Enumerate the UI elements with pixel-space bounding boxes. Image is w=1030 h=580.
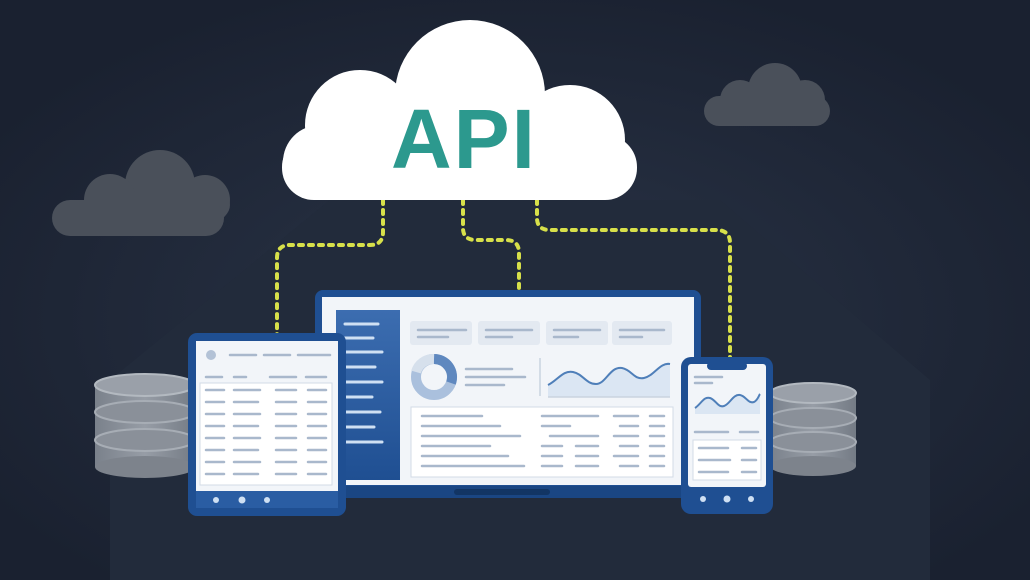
database-right-icon bbox=[769, 382, 857, 476]
tablet-nav-dots bbox=[213, 496, 270, 504]
cloud-main-icon bbox=[282, 20, 637, 200]
connector-tablet bbox=[275, 198, 385, 340]
tablet-icon bbox=[188, 333, 346, 516]
smartphone-icon bbox=[681, 357, 773, 514]
laptop-line-chart-icon bbox=[547, 362, 671, 398]
connector-phone bbox=[535, 198, 732, 360]
cloud-left-icon bbox=[52, 150, 230, 236]
connector-laptop bbox=[461, 198, 521, 294]
phone-header-lines bbox=[693, 375, 724, 385]
laptop-donut-chart-icon bbox=[411, 353, 458, 400]
tablet-table-rows bbox=[204, 375, 328, 476]
phone-nav-dots bbox=[700, 495, 754, 503]
database-left-icon bbox=[94, 373, 196, 478]
api-connectors bbox=[275, 198, 732, 360]
laptop-stat-cards bbox=[410, 321, 672, 345]
tablet-table bbox=[199, 382, 333, 486]
cloud-right-icon bbox=[704, 63, 830, 126]
phone-line-chart-icon bbox=[694, 393, 761, 414]
api-label: API bbox=[391, 92, 537, 186]
laptop-table-rows bbox=[420, 414, 666, 468]
laptop-sidebar-items bbox=[343, 322, 384, 444]
laptop-icon bbox=[315, 290, 701, 498]
laptop-donut-legend bbox=[464, 367, 527, 387]
